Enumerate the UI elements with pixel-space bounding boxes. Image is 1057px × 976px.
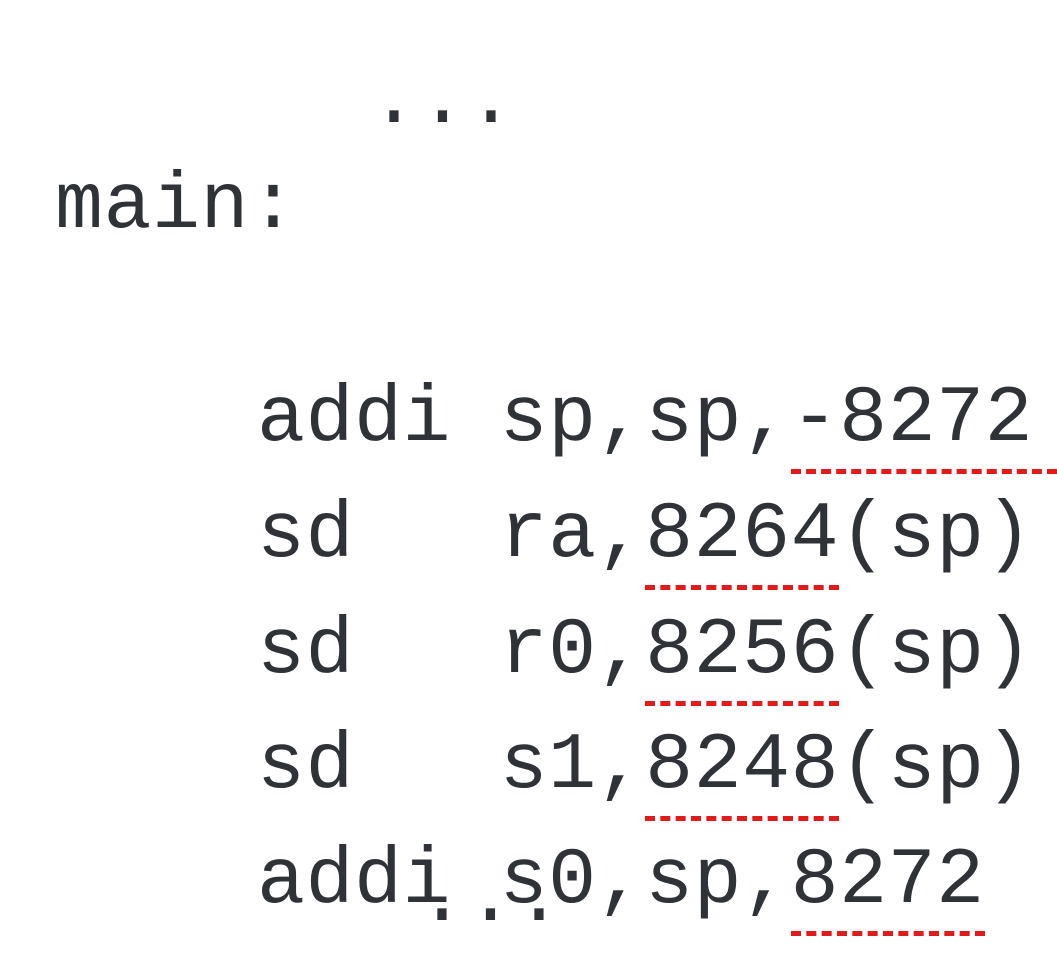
mnemonic: sd bbox=[257, 606, 355, 697]
instruction-line: sd s1,8248(sp) bbox=[160, 617, 1033, 821]
function-label: main: bbox=[55, 161, 298, 252]
immediate-offset: 8264 bbox=[645, 486, 840, 590]
immediate-offset: -8272 bbox=[790, 370, 1057, 474]
top-ellipsis: ... bbox=[370, 56, 516, 147]
immediate-offset: 8248 bbox=[645, 717, 840, 821]
mnemonic: addi bbox=[257, 374, 452, 465]
code-canvas: { "top_ellipsis": "...", "label": "main:… bbox=[55, 56, 1057, 945]
operands: ra, bbox=[499, 490, 646, 581]
instruction-line: addi s0,sp,8272 bbox=[160, 732, 985, 936]
immediate-offset: 8272 bbox=[790, 832, 985, 936]
operands: sp,sp, bbox=[499, 374, 791, 465]
operands: s0,sp, bbox=[499, 836, 791, 927]
base-register: (sp) bbox=[839, 606, 1034, 697]
operands: r0, bbox=[499, 606, 646, 697]
instruction-line: sd r0,8256(sp) bbox=[160, 502, 1033, 706]
base-register: (sp) bbox=[839, 721, 1034, 812]
base-register: (sp) bbox=[839, 490, 1034, 581]
mnemonic: sd bbox=[257, 490, 355, 581]
bottom-ellipsis: ... bbox=[418, 854, 564, 945]
mnemonic: addi bbox=[257, 836, 452, 927]
mnemonic: sd bbox=[257, 721, 355, 812]
operands: s1, bbox=[499, 721, 646, 812]
instruction-line: sd ra,8264(sp) bbox=[160, 386, 1033, 590]
immediate-offset: 8256 bbox=[645, 602, 840, 706]
instruction-line: addi sp,sp,-8272 bbox=[160, 270, 1057, 474]
